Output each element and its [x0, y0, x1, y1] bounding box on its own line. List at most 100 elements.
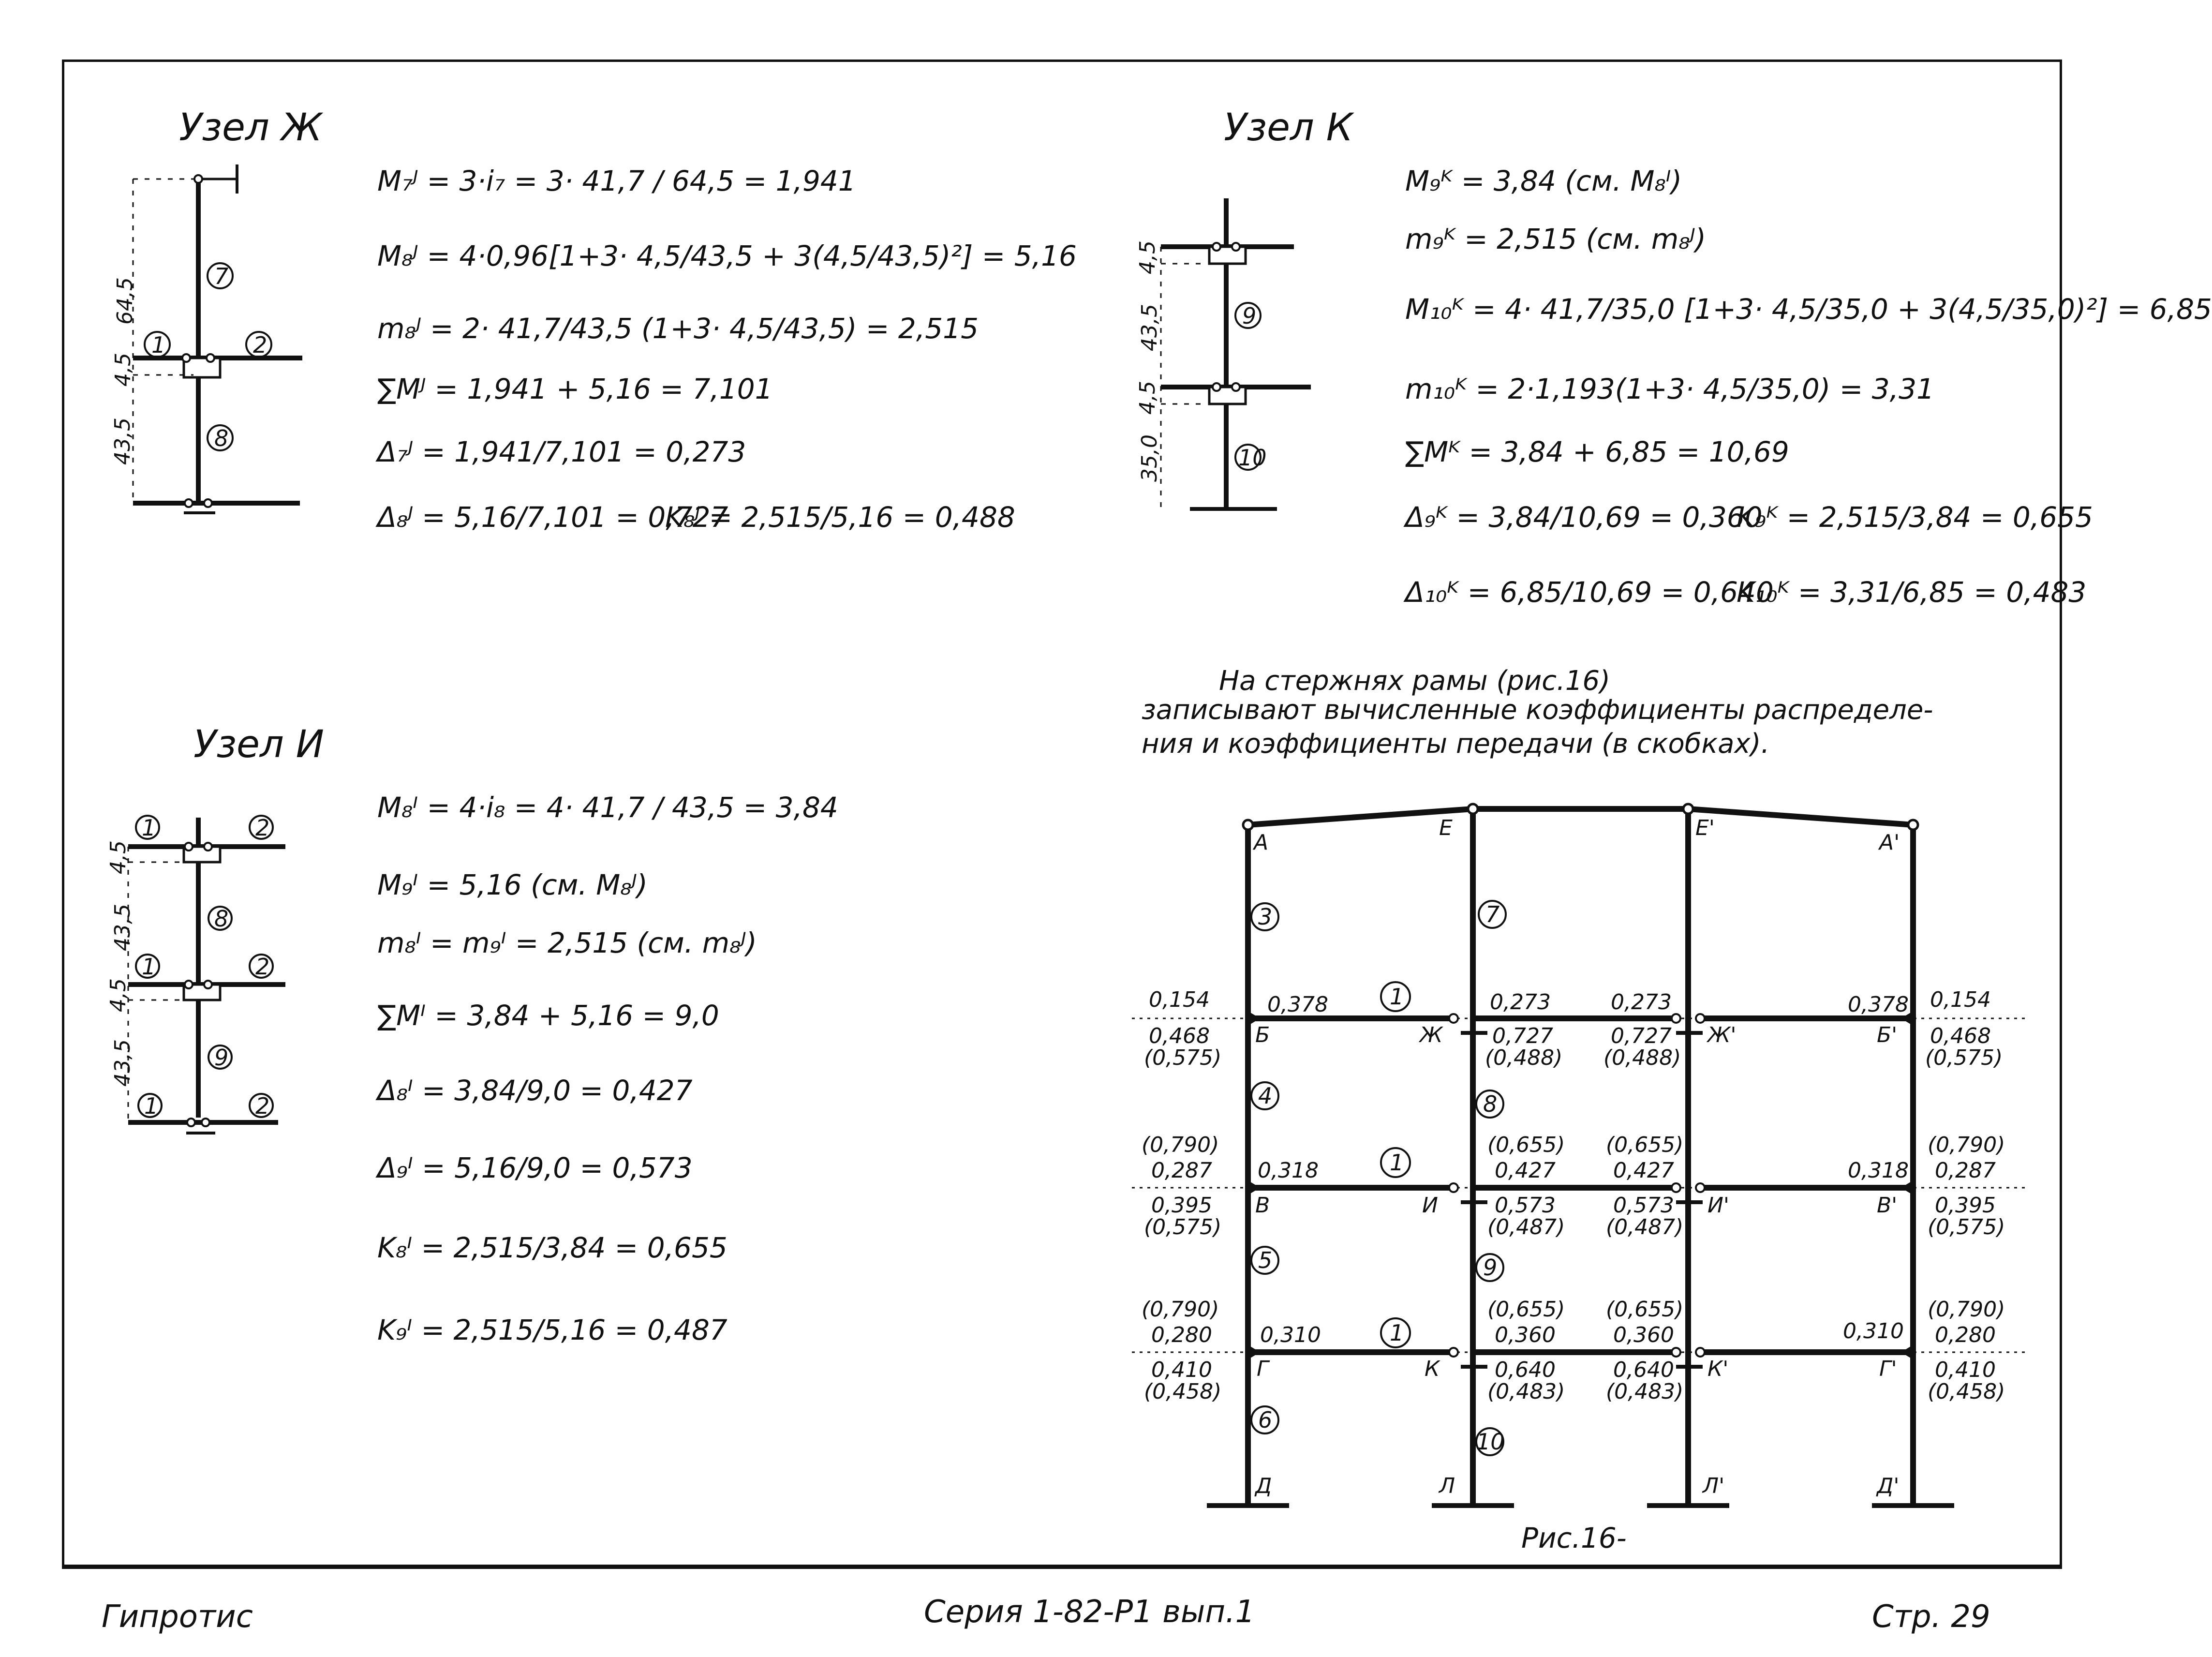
- coef-value: (0,488): [1603, 1045, 1681, 1070]
- member-2-label: 2: [253, 332, 267, 358]
- node-zh-formula-3: m₈ᴶ = 2· 41,7/43,5 (1+3· 4,5/43,5) = 2,5…: [377, 312, 979, 345]
- node-label-l-prime: Л': [1703, 1474, 1725, 1498]
- coef-value: (0,655): [1487, 1133, 1565, 1157]
- footer-org: Гипротис: [102, 1599, 253, 1635]
- node-zh-formula-1: M₇ᴶ = 3·i₇ = 3· 41,7 / 64,5 = 1,941: [377, 164, 856, 197]
- node-i-formula-1: M₈ᴵ = 4·i₈ = 4· 41,7 / 43,5 = 3,84: [377, 791, 838, 824]
- node-i-formula-5: Δ₈ᴵ = 3,84/9,0 = 0,427: [377, 1074, 693, 1107]
- coef-value: (0,483): [1487, 1379, 1565, 1404]
- member-3-label: 3: [1258, 904, 1273, 930]
- coef-value: 0,378: [1848, 992, 1909, 1017]
- coef-value: 0,280: [1151, 1323, 1212, 1347]
- node-k-k-formula-1: K₉ᴷ = 2,515/3,84 = 0,655: [1737, 501, 2093, 534]
- coef-value: (0,790): [1142, 1297, 1219, 1322]
- coef-value: 0,573: [1613, 1193, 1674, 1218]
- member-10-label: 10: [1476, 1429, 1505, 1455]
- member-1-label: 1: [1390, 1149, 1404, 1176]
- node-label-zh: Ж: [1420, 1023, 1443, 1047]
- node-k-sketch: [1160, 198, 1311, 511]
- node-k-formula-5: ∑Mᴷ = 3,84 + 6,85 = 10,69: [1405, 435, 1789, 468]
- coef-value: 0,154: [1930, 987, 1991, 1012]
- frame-diagram: [1132, 803, 2027, 1508]
- coef-value: (0,790): [1928, 1133, 2005, 1157]
- member-1-label: 1: [1390, 984, 1404, 1010]
- coef-value: 0,287: [1935, 1158, 1996, 1183]
- node-label-k: К: [1425, 1357, 1440, 1381]
- coef-value: (0,575): [1144, 1045, 1222, 1070]
- node-label-e: Е: [1439, 816, 1453, 840]
- node-k-title: Узел К: [1224, 106, 1353, 149]
- member-9-label: 9: [1242, 303, 1257, 329]
- node-label-d: Д: [1255, 1474, 1272, 1498]
- member-9-label: 9: [214, 1045, 229, 1071]
- coef-value: 0,154: [1149, 987, 1210, 1012]
- member-1-label: 1: [151, 332, 166, 358]
- coef-value: 0,410: [1935, 1358, 1996, 1382]
- coef-value: 0,727: [1611, 1024, 1672, 1048]
- node-zh-formula-2: M₈ᴶ = 4·0,96[1+3· 4,5/43,5 + 3(4,5/43,5)…: [377, 239, 1077, 272]
- coef-value: (0,458): [1928, 1379, 2005, 1404]
- node-i-formula-6: Δ₉ᴵ = 5,16/9,0 = 0,573: [377, 1151, 693, 1184]
- coef-value: (0,488): [1485, 1045, 1563, 1070]
- member-6-label: 6: [1258, 1407, 1273, 1433]
- node-zh-formula-5: Δ₇ᴶ = 1,941/7,101 = 0,273: [377, 435, 746, 468]
- node-label-k-prime: К': [1707, 1357, 1729, 1381]
- coef-value: 0,318: [1848, 1158, 1909, 1183]
- node-zh-formula-4: ∑Mᴶ = 1,941 + 5,16 = 7,101: [377, 373, 773, 405]
- node-zh-formula-6: Δ₈ᴶ = 5,16/7,101 = 0,727: [377, 501, 728, 534]
- node-k-formula-4: m₁₀ᴷ = 2·1,193(1+3· 4,5/35,0) = 3,31: [1405, 373, 1934, 405]
- coef-value: 0,573: [1495, 1193, 1556, 1218]
- note-line-2: записывают вычисленные коэффициенты расп…: [1142, 694, 1933, 726]
- coef-value: 0,318: [1258, 1158, 1319, 1183]
- node-k-formula-2: m₉ᴷ = 2,515 (см. m₈ᴶ): [1405, 223, 1706, 255]
- note-line-1: На стержнях рамы (рис.16): [1219, 665, 1610, 697]
- coef-value: (0,655): [1606, 1297, 1684, 1322]
- coef-value: 0,640: [1495, 1358, 1556, 1382]
- coef-value: 0,360: [1613, 1323, 1674, 1347]
- member-8-label: 8: [214, 906, 229, 932]
- footer-page-number: Стр. 29: [1872, 1599, 1990, 1635]
- coef-value: 0,273: [1611, 990, 1672, 1015]
- node-label-i-prime: И': [1707, 1193, 1730, 1218]
- node-label-a-prime: А': [1879, 830, 1900, 855]
- member-2-label: 2: [255, 1093, 270, 1119]
- coef-value: (0,487): [1606, 1215, 1684, 1239]
- node-i-formula-3: m₈ᴵ = m₉ᴵ = 2,515 (см. m₈ᴶ): [377, 926, 757, 959]
- node-label-v: В: [1255, 1193, 1270, 1218]
- node-label-l: Л: [1439, 1474, 1455, 1498]
- coef-value: (0,458): [1144, 1379, 1222, 1404]
- node-label-b: Б: [1255, 1023, 1270, 1047]
- coef-value: 0,360: [1495, 1323, 1556, 1347]
- node-label-a: А: [1254, 830, 1269, 855]
- node-k-k-formula-2: K₁₀ᴷ = 3,31/6,85 = 0,483: [1737, 576, 2087, 609]
- node-zh-title: Узел Ж: [179, 106, 322, 149]
- member-10-label: 10: [1238, 445, 1267, 471]
- note-line-3: ния и коэффициенты передачи (в скобках).: [1142, 728, 1770, 760]
- coef-value: 0,640: [1613, 1358, 1674, 1382]
- coef-value: 0,273: [1490, 990, 1551, 1015]
- node-i-title: Узел И: [193, 723, 324, 766]
- node-i-formula-2: M₉ᴵ = 5,16 (см. M₈ᴶ): [377, 868, 648, 901]
- node-zh-sketch: [132, 164, 302, 514]
- node-label-d-prime: Д': [1877, 1474, 1900, 1498]
- node-label-i: И: [1422, 1193, 1438, 1218]
- node-i-formula-4: ∑Mᴵ = 3,84 + 5,16 = 9,0: [377, 999, 719, 1032]
- node-i-formula-7: K₈ᴵ = 2,515/3,84 = 0,655: [377, 1231, 727, 1264]
- coef-value: (0,483): [1606, 1379, 1684, 1404]
- coef-value: 0,468: [1149, 1024, 1210, 1048]
- coef-value: (0,487): [1487, 1215, 1565, 1239]
- member-1-label: 1: [1390, 1320, 1404, 1346]
- node-zh-k-formula: K₈ᴶ = 2,515/5,16 = 0,488: [665, 501, 1015, 534]
- member-1-label: 1: [142, 815, 156, 841]
- coef-value: (0,790): [1142, 1133, 1219, 1157]
- member-2-label: 2: [255, 815, 270, 841]
- page-border: [62, 60, 2062, 1569]
- coef-value: (0,575): [1928, 1215, 2005, 1239]
- node-k-formula-6: Δ₉ᴷ = 3,84/10,69 = 0,360: [1405, 501, 1763, 534]
- coef-value: 0,427: [1613, 1158, 1674, 1183]
- node-k-formula-1: M₉ᴷ = 3,84 (см. M₈ᴵ): [1405, 164, 1682, 197]
- node-label-e-prime: Е': [1695, 816, 1715, 840]
- node-k-formula-7: Δ₁₀ᴷ = 6,85/10,69 = 0,640: [1405, 576, 1774, 609]
- coef-value: (0,655): [1606, 1133, 1684, 1157]
- coef-value: 0,410: [1151, 1358, 1212, 1382]
